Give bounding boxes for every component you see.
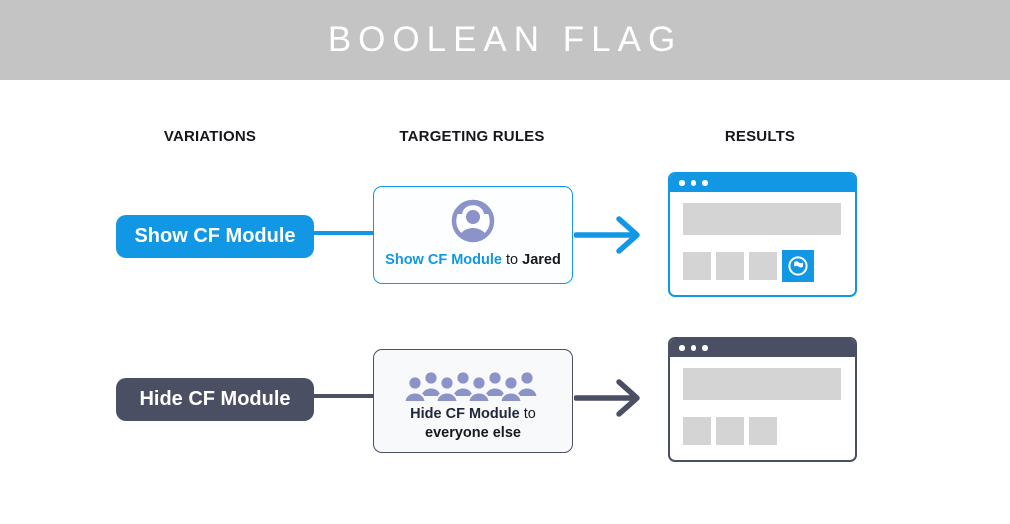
variation-pill-hide-label: Hide CF Module <box>139 388 291 410</box>
rule-text-hide: Hide CF Module to everyone else <box>410 405 536 443</box>
targeting-rule-card-show: Show CF Module to Jared <box>373 186 573 284</box>
content-placeholder-hero <box>683 203 841 235</box>
connector-line-show <box>312 231 374 235</box>
result-window-show <box>668 172 857 297</box>
window-titlebar <box>670 174 855 192</box>
content-placeholder-hero <box>683 368 841 400</box>
rule-connector-word: to <box>506 252 519 268</box>
rule-audience: everyone else <box>425 425 521 441</box>
cf-module-tile <box>782 250 814 282</box>
window-dot-icon <box>679 345 685 351</box>
content-placeholder-block <box>716 252 744 280</box>
arrow-hide <box>574 379 640 417</box>
window-dot-icon <box>679 180 685 186</box>
content-placeholder-block <box>716 417 744 445</box>
rule-flag-label: Show CF Module <box>385 252 502 268</box>
content-placeholder-block <box>683 252 711 280</box>
targeting-rule-card-hide: Hide CF Module to everyone else <box>373 349 573 453</box>
page-title: BOOLEAN FLAG <box>327 20 683 59</box>
flag-circle-icon <box>786 254 810 278</box>
window-dot-icon <box>702 345 708 351</box>
column-header-variations: VARIATIONS <box>163 128 257 145</box>
content-placeholder-block <box>683 417 711 445</box>
rule-text-show: Show CF Module to Jared <box>385 251 561 270</box>
variation-pill-hide: Hide CF Module <box>116 378 314 421</box>
column-header-results: RESULTS <box>724 128 796 145</box>
window-dot-icon <box>702 180 708 186</box>
banner: BOOLEAN FLAG <box>0 0 1010 80</box>
user-circle-icon <box>447 197 499 247</box>
rule-flag-label: Hide CF Module <box>410 406 520 422</box>
window-dot-icon <box>690 345 696 351</box>
variation-pill-show: Show CF Module <box>116 215 314 258</box>
result-window-hide <box>668 337 857 462</box>
connector-line-hide <box>312 394 374 398</box>
window-titlebar <box>670 339 855 357</box>
rule-connector-word: to <box>523 406 536 422</box>
content-placeholder-block <box>749 252 777 280</box>
arrow-show <box>574 216 640 254</box>
rule-audience: Jared <box>522 252 561 268</box>
variation-pill-show-label: Show CF Module <box>134 225 296 247</box>
crowd-icon <box>403 361 543 405</box>
column-header-targeting-rules: TARGETING RULES <box>399 128 545 145</box>
content-placeholder-block <box>749 417 777 445</box>
window-dot-icon <box>690 180 696 186</box>
